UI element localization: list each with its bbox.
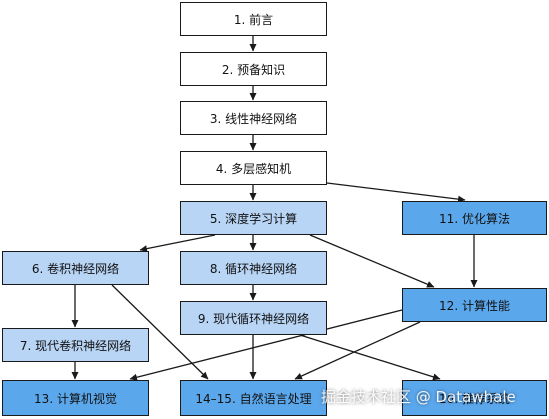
node-label: 13. 计算机视觉 bbox=[34, 391, 117, 406]
node-n16: 16. 推荐系统 bbox=[402, 380, 547, 416]
node-n1: 1. 前言 bbox=[180, 2, 327, 36]
node-n7: 7. 现代卷积神经网络 bbox=[2, 328, 149, 362]
node-n6: 6. 卷积神经网络 bbox=[2, 251, 149, 285]
node-label: 1. 前言 bbox=[233, 12, 274, 27]
node-label: 6. 卷积神经网络 bbox=[31, 261, 120, 276]
watermark: 掘金技术社区 @ Datawhale bbox=[321, 388, 516, 406]
node-label: 5. 深度学习计算 bbox=[209, 211, 298, 226]
arrow-n12-to-n13 bbox=[129, 309, 403, 381]
node-label: 3. 线性神经网络 bbox=[209, 111, 298, 126]
arrow-n5-to-n6 bbox=[139, 234, 216, 253]
node-n1415: 14–15. 自然语言处理 bbox=[180, 380, 327, 416]
arrow-n9-to-n16 bbox=[299, 334, 441, 381]
node-label: 7. 现代卷积神经网络 bbox=[19, 338, 132, 353]
node-label: 8. 循环神经网络 bbox=[209, 261, 298, 276]
node-label: 2. 预备知识 bbox=[221, 62, 286, 77]
node-label: 4. 多层感知机 bbox=[215, 161, 292, 176]
node-label: 9. 现代循环神经网络 bbox=[197, 311, 310, 326]
arrow-n5-to-n12 bbox=[309, 234, 435, 288]
node-n13: 13. 计算机视觉 bbox=[2, 380, 149, 416]
node-n8: 8. 循环神经网络 bbox=[180, 251, 327, 285]
node-n12: 12. 计算性能 bbox=[402, 288, 547, 322]
node-n9: 9. 现代循环神经网络 bbox=[180, 301, 327, 335]
node-label: 11. 优化算法 bbox=[439, 211, 510, 226]
node-label: 16. 推荐系统 bbox=[439, 391, 510, 406]
arrow-n12-to-n1415 bbox=[294, 321, 421, 380]
node-n11: 11. 优化算法 bbox=[402, 201, 547, 235]
node-n2: 2. 预备知识 bbox=[180, 52, 327, 86]
node-label: 14–15. 自然语言处理 bbox=[195, 391, 312, 406]
node-label: 12. 计算性能 bbox=[439, 298, 510, 313]
node-n5: 5. 深度学习计算 bbox=[180, 201, 327, 235]
node-n3: 3. 线性神经网络 bbox=[180, 101, 327, 135]
node-n4: 4. 多层感知机 bbox=[180, 151, 327, 185]
edges bbox=[71, 36, 478, 381]
arrow-n4-to-n11 bbox=[326, 182, 466, 203]
